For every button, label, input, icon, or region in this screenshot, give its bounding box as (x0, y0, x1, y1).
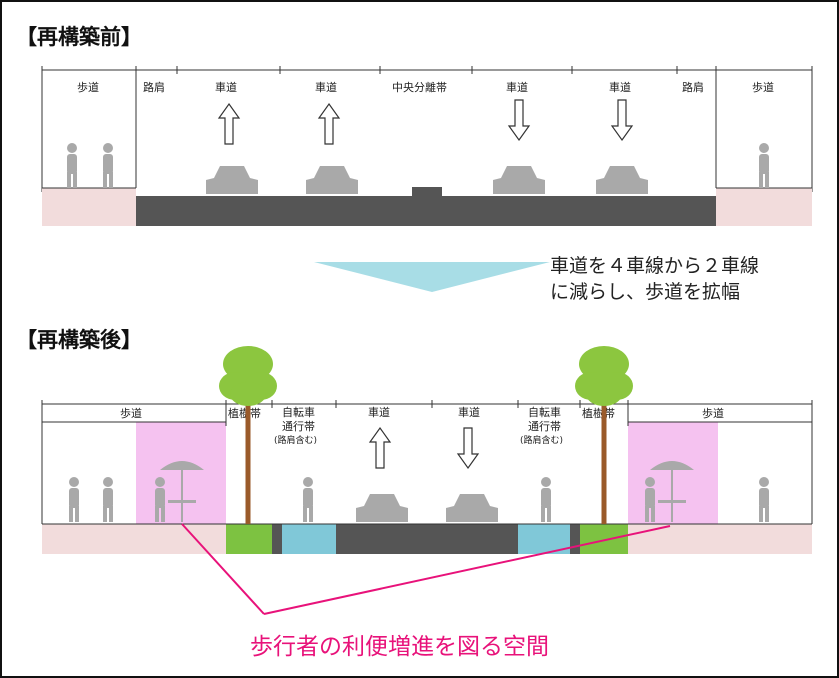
after-label-bike-right-1: 自転車 (528, 405, 561, 419)
before-label-lane-4: 車道 (609, 80, 631, 94)
before-lane-1-up-arrow-icon (218, 103, 240, 145)
before-roadway (136, 196, 716, 226)
after-label-sidewalk-right: 歩道 (702, 406, 724, 420)
before-pedestrian-icon (103, 143, 113, 188)
after-roadway (336, 524, 518, 554)
after-label-sidewalk-left: 歩道 (120, 406, 142, 420)
transition-note-line-2: に減らし、歩道を拡幅 (550, 281, 740, 303)
after-label-bike-left-3: (路肩含む) (274, 434, 317, 446)
transition-note-line-1: 車道を４車線から２車線 (550, 255, 759, 277)
after-bike-lane-left (282, 524, 336, 554)
after-label-planting-left: 植樹帯 (228, 406, 261, 420)
before-car-icon (493, 166, 545, 194)
before-label-sidewalk-right: 歩道 (752, 80, 774, 94)
after-label-lane-1: 車道 (368, 405, 390, 419)
after-label-bike-right-2: 通行帯 (528, 420, 561, 433)
before-label-lane-1: 車道 (215, 80, 237, 94)
before-label-shoulder-left: 路肩 (143, 80, 165, 94)
before-label-lane-2: 車道 (315, 80, 337, 94)
before-dimension-line (41, 66, 813, 192)
after-wheelchair-user-icon (759, 477, 769, 522)
before-car-icon (306, 166, 358, 194)
caption-pedestrian-space: 歩行者の利便増進を図る空間 (250, 634, 549, 660)
before-median-block (412, 187, 442, 196)
before-lane-3-down-arrow-icon (508, 99, 530, 141)
before-sidewalk-right (716, 188, 812, 226)
after-sidewalk-left (42, 524, 226, 554)
after-label-lane-2: 車道 (458, 405, 480, 419)
after-planting-strip-right (580, 524, 628, 554)
before-pedestrian-icon (67, 143, 77, 188)
before-label-lane-3: 車道 (506, 80, 528, 94)
after-tree-right-icon (575, 346, 633, 524)
after-lane-2-down-arrow-icon (457, 427, 479, 469)
after-label-bike-left-1: 自転車 (282, 405, 315, 419)
after-label-bike-right-3: (路肩含む) (520, 434, 563, 446)
before-lane-2-up-arrow-icon (318, 103, 340, 145)
callout-lines (181, 523, 671, 615)
after-car-icon (356, 494, 408, 522)
after-planting-strip-left (226, 524, 272, 554)
before-title: 【再構築前】 (16, 25, 142, 49)
after-car-icon (446, 494, 498, 522)
after-cyclist-right-icon (541, 477, 551, 522)
after-dimension-lines (41, 400, 813, 524)
transition-arrow-icon (314, 262, 550, 292)
before-label-sidewalk-left: 歩道 (77, 80, 99, 94)
before-car-icon (206, 166, 258, 194)
after-label-bike-left-2: 通行帯 (282, 420, 315, 433)
after-lane-1-up-arrow-icon (369, 427, 391, 469)
before-sidewalk-left (42, 188, 136, 226)
before-wheelchair-user-icon (759, 143, 769, 188)
after-label-planting-right: 植樹帯 (582, 406, 615, 420)
after-tree-left-icon (219, 346, 277, 524)
after-pedestrian-icon (69, 477, 79, 522)
before-label-shoulder-right: 路肩 (682, 80, 704, 94)
before-label-median: 中央分離帯 (392, 80, 447, 94)
before-car-icon (596, 166, 648, 194)
after-cyclist-left-icon (303, 477, 313, 522)
before-lane-4-down-arrow-icon (611, 99, 633, 141)
after-title: 【再構築後】 (16, 328, 142, 352)
after-pedestrian-icon (103, 477, 113, 522)
